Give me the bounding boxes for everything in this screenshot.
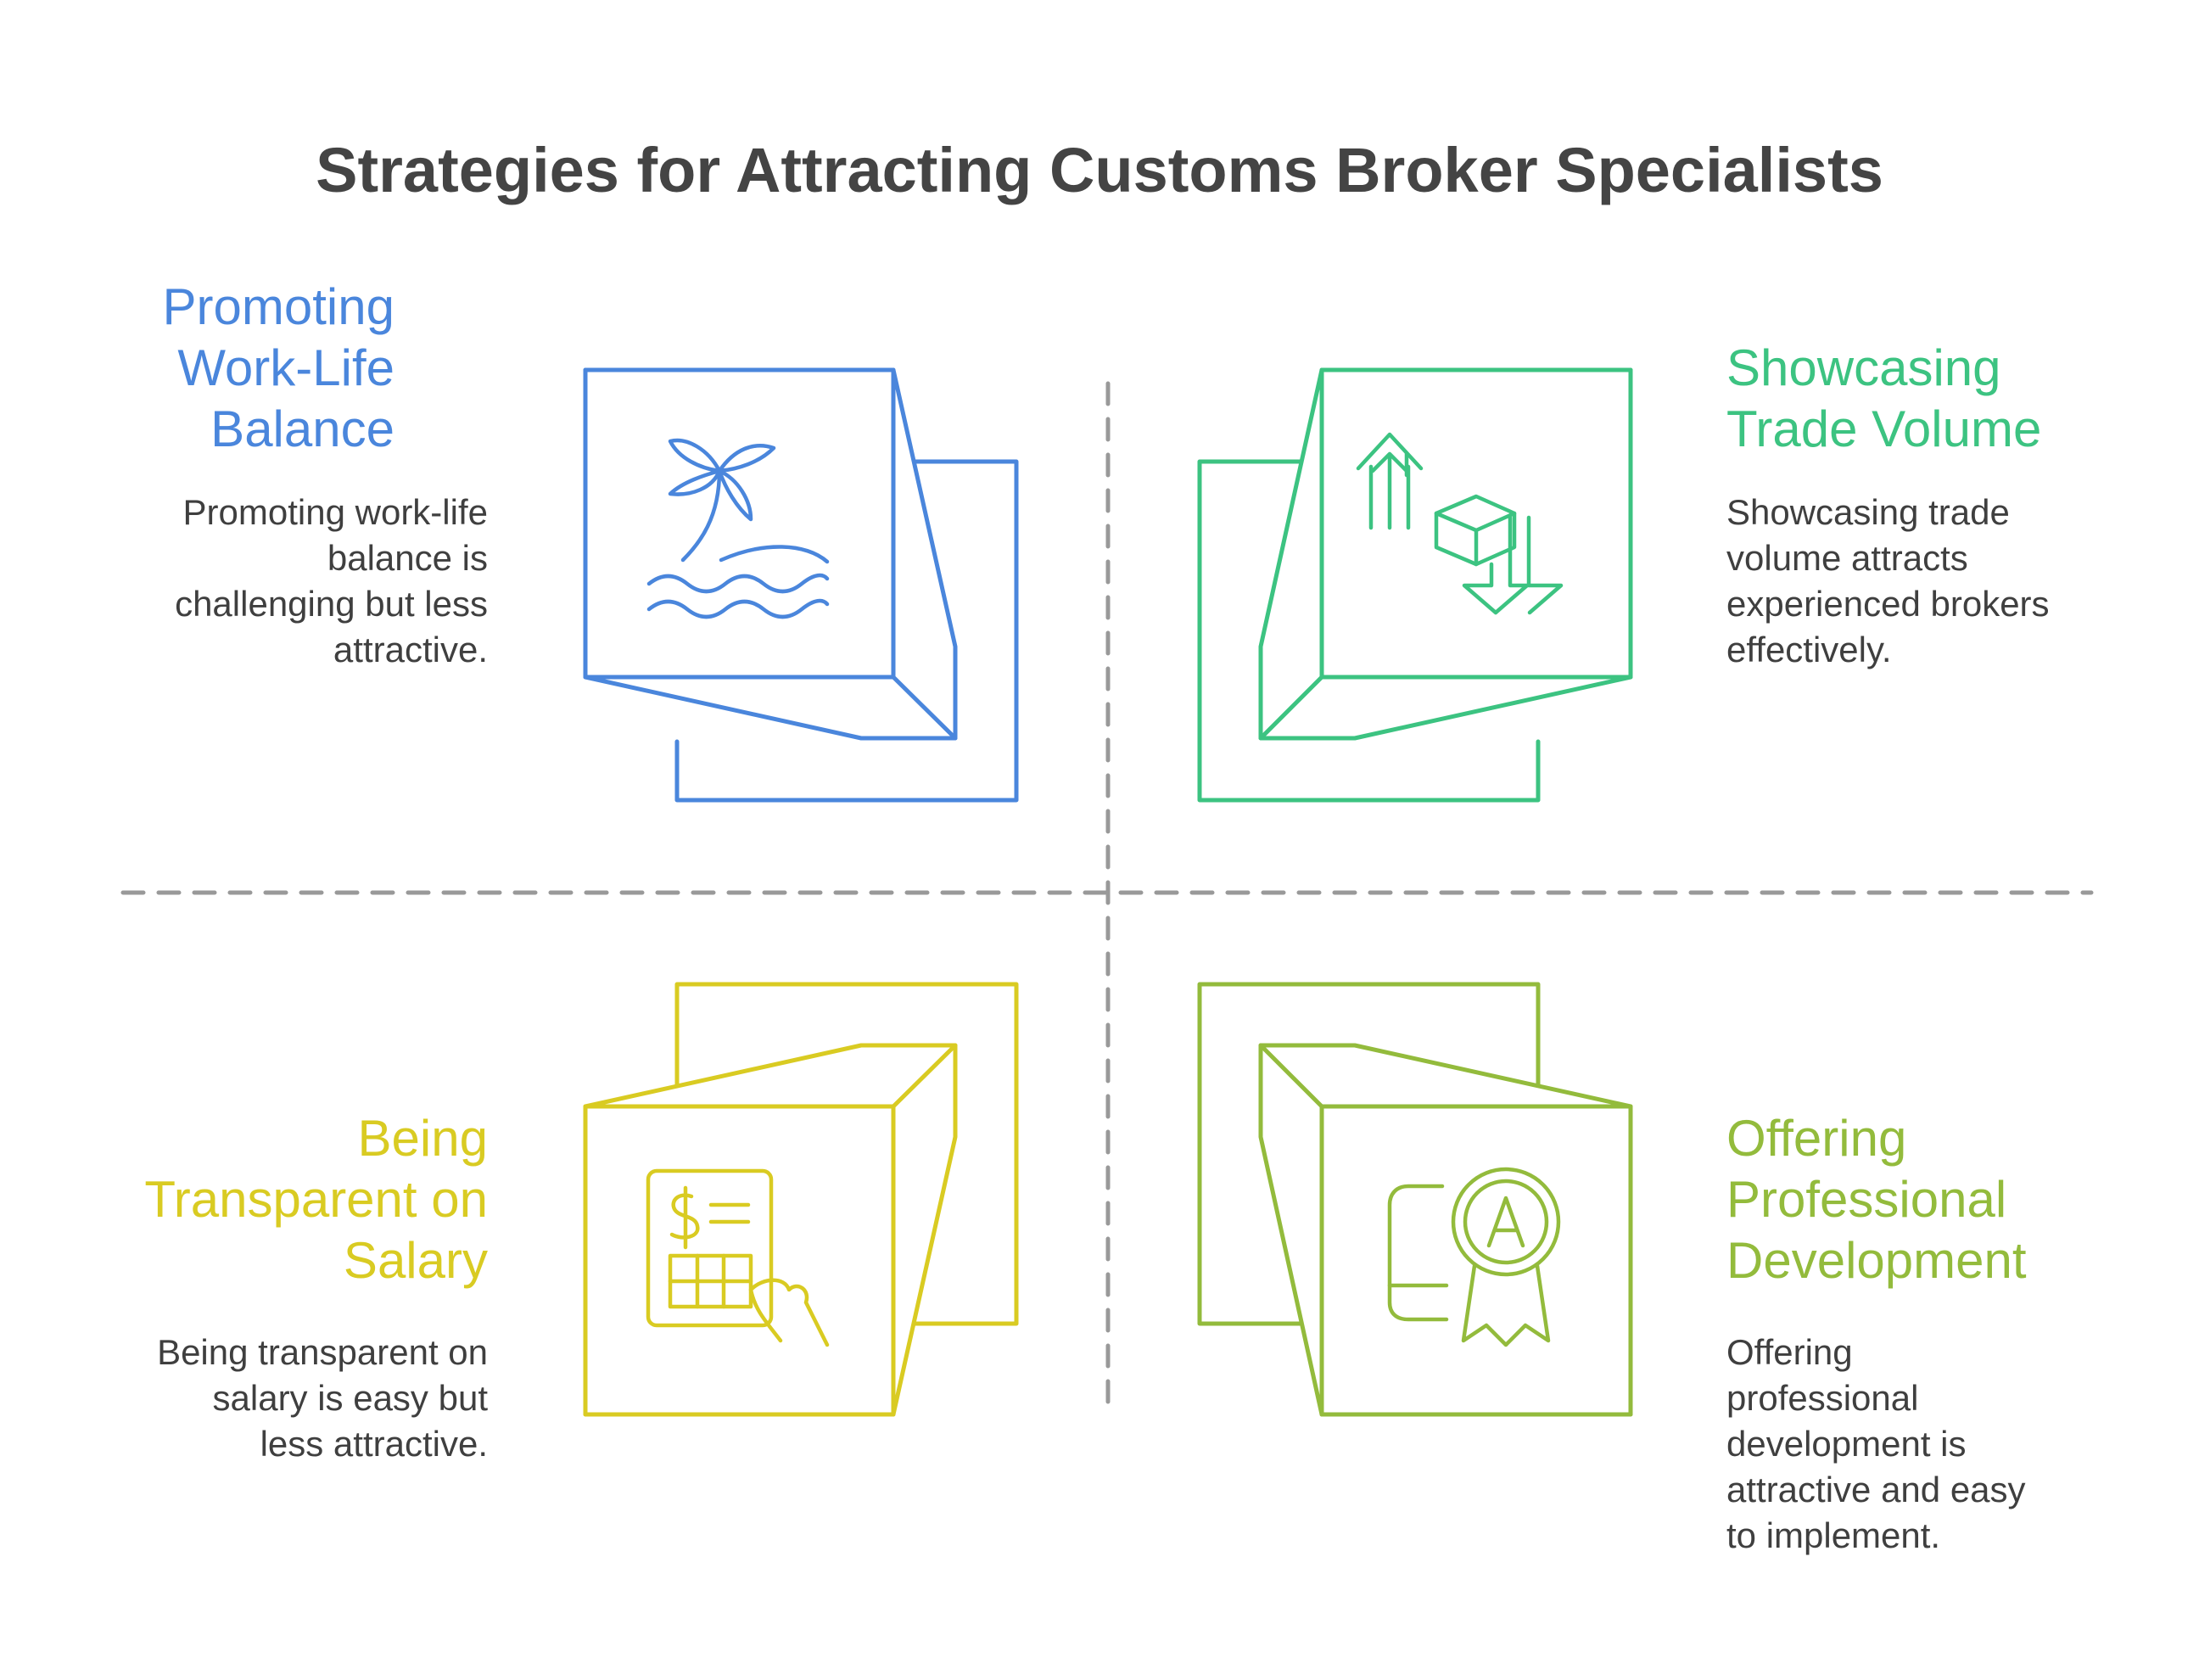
- development-cube: [1197, 982, 1633, 1417]
- description-trade: Showcasing trade volume attracts experie…: [1726, 492, 2050, 669]
- heading-salary: Being Transparent on Salary: [144, 1110, 488, 1289]
- heading-development: Offering Professional Development: [1726, 1110, 2027, 1289]
- palm-island-icon: [646, 438, 830, 619]
- salary-sheet-icon: [646, 1168, 830, 1347]
- description-development: Offering professional development is att…: [1726, 1332, 2026, 1555]
- description-worklife: Promoting work-life balance is challengi…: [175, 492, 488, 669]
- page-title: Strategies for Attracting Customs Broker…: [316, 135, 1883, 205]
- certificate-award-icon: [1387, 1167, 1561, 1347]
- heading-trade: Showcasing Trade Volume: [1726, 339, 2042, 457]
- box-arrows-icon: [1356, 432, 1564, 615]
- description-salary: Being transparent on salary is easy but …: [157, 1332, 488, 1464]
- trade-cube: [1197, 367, 1633, 803]
- worklife-cube: [583, 367, 1019, 803]
- heading-worklife: Promoting Work-Life Balance: [162, 278, 394, 457]
